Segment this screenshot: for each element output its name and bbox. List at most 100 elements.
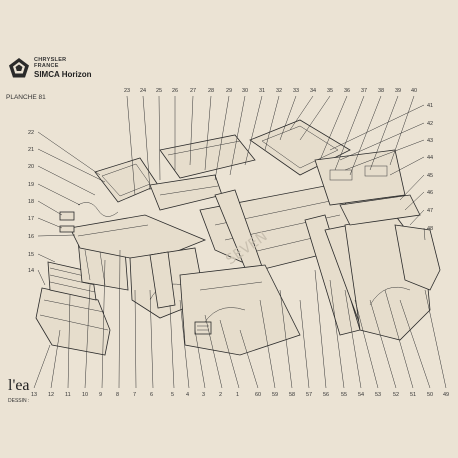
drawing-credit: DESSIN : xyxy=(8,398,30,404)
callout-59: 59 xyxy=(272,392,278,398)
leader-line xyxy=(37,131,101,176)
callout-24: 24 xyxy=(140,88,146,94)
leader-line xyxy=(344,139,425,171)
callout-7: 7 xyxy=(133,392,136,398)
leader-line xyxy=(404,191,425,211)
callout-9: 9 xyxy=(99,392,102,398)
callout-20: 20 xyxy=(28,164,34,170)
callout-31: 31 xyxy=(259,88,265,94)
leader-line xyxy=(169,304,175,389)
leader-line xyxy=(158,95,161,181)
callout-46: 46 xyxy=(427,190,433,196)
callout-43: 43 xyxy=(427,138,433,144)
model-title: SIMCA Horizon xyxy=(34,70,92,79)
leader-line xyxy=(219,319,240,389)
leader-line xyxy=(349,95,382,176)
brand-label: CHRYSLER FRANCE xyxy=(34,57,66,69)
leader-line xyxy=(37,200,63,216)
leader-line xyxy=(399,174,425,201)
callout-1: 1 xyxy=(236,392,239,398)
callout-11: 11 xyxy=(65,392,71,398)
callout-2: 2 xyxy=(219,392,222,398)
leader-line xyxy=(354,299,379,389)
leader-line xyxy=(244,95,263,166)
leader-line xyxy=(389,95,415,166)
leader-line xyxy=(37,148,106,183)
leader-line xyxy=(37,217,63,229)
callout-51: 51 xyxy=(410,392,416,398)
callout-50: 50 xyxy=(427,392,433,398)
leader-line xyxy=(329,279,345,389)
leader-line xyxy=(142,95,151,191)
leader-line xyxy=(37,253,56,263)
leader-line xyxy=(229,95,246,176)
leader-line xyxy=(194,329,206,389)
brand-line-1: CHRYSLER xyxy=(34,57,67,63)
brand-line-2: FRANCE xyxy=(34,63,59,69)
callout-60: 60 xyxy=(255,392,261,398)
callout-15: 15 xyxy=(28,252,34,258)
leader-line xyxy=(259,299,276,389)
callout-13: 13 xyxy=(31,392,37,398)
callout-5: 5 xyxy=(171,392,174,398)
leader-line xyxy=(424,289,447,389)
callout-3: 3 xyxy=(202,392,205,398)
leader-line xyxy=(67,294,71,389)
leader-line xyxy=(37,165,96,196)
callout-40: 40 xyxy=(411,88,417,94)
callout-36: 36 xyxy=(344,88,350,94)
chrysler-pentastar-logo xyxy=(9,58,29,78)
callout-49: 49 xyxy=(443,392,449,398)
callout-54: 54 xyxy=(358,392,364,398)
callout-35: 35 xyxy=(327,88,333,94)
leader-line xyxy=(264,95,280,151)
leader-line xyxy=(101,259,106,389)
leader-line xyxy=(50,329,61,389)
callout-8: 8 xyxy=(116,392,119,398)
callout-14: 14 xyxy=(28,268,34,274)
callout-6: 6 xyxy=(150,392,153,398)
callout-48: 48 xyxy=(427,226,433,232)
leader-line xyxy=(118,249,121,389)
callout-52: 52 xyxy=(393,392,399,398)
callout-34: 34 xyxy=(310,88,316,94)
callout-45: 45 xyxy=(427,173,433,179)
callout-41: 41 xyxy=(427,103,433,109)
callout-25: 25 xyxy=(156,88,162,94)
callout-17: 17 xyxy=(28,216,34,222)
leader-line xyxy=(314,269,327,389)
callout-56: 56 xyxy=(323,392,329,398)
leader-line xyxy=(84,284,91,389)
callout-33: 33 xyxy=(293,88,299,94)
leader-line xyxy=(189,95,194,166)
callout-4: 4 xyxy=(186,392,189,398)
leader-line xyxy=(179,299,190,389)
leader-line xyxy=(37,183,81,206)
leader-line xyxy=(37,269,46,286)
plate-number: PLANCHE 81 xyxy=(6,94,46,101)
callout-44: 44 xyxy=(427,155,433,161)
publisher-mark: l'ea xyxy=(8,377,30,394)
callout-37: 37 xyxy=(361,88,367,94)
leader-line xyxy=(126,95,136,196)
leader-line xyxy=(319,95,348,161)
callout-30: 30 xyxy=(242,88,248,94)
leader-line xyxy=(214,95,230,181)
callout-21: 21 xyxy=(28,147,34,153)
callout-55: 55 xyxy=(341,392,347,398)
callout-26: 26 xyxy=(172,88,178,94)
callout-12: 12 xyxy=(48,392,54,398)
callout-19: 19 xyxy=(28,182,34,188)
leader-line xyxy=(289,95,314,131)
leader-line xyxy=(344,289,362,389)
leader-line xyxy=(279,95,297,141)
leader-line xyxy=(33,344,51,389)
leader-line xyxy=(399,299,431,389)
leader-line xyxy=(299,299,310,389)
callout-18: 18 xyxy=(28,199,34,205)
callout-28: 28 xyxy=(208,88,214,94)
